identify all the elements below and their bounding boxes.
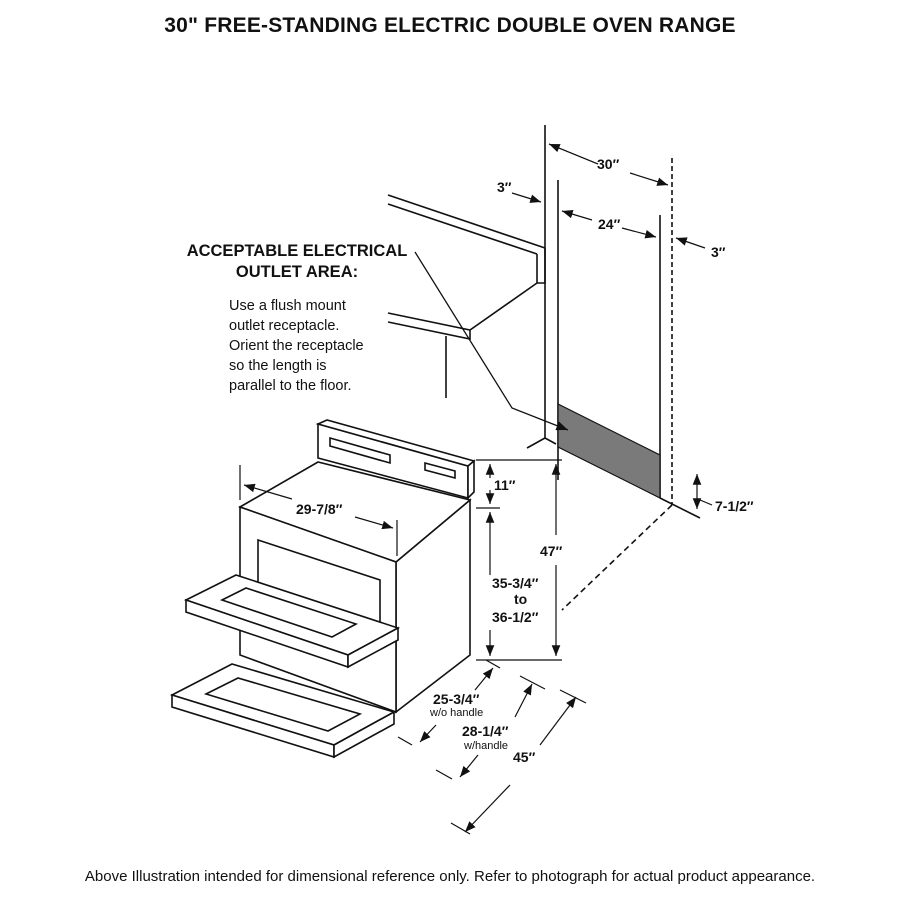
dim-depth-45-b [464, 784, 511, 833]
dim-24-line-start [561, 209, 593, 221]
dim-cooktop-height-2: to [514, 591, 527, 607]
dim-depth-ext-2 [519, 675, 546, 690]
outlet-note-line-2: outlet receptacle. [229, 318, 340, 334]
outlet-note-line-3: Orient the receptacle [229, 338, 364, 354]
left-cabinet-top [387, 282, 538, 340]
outlet-leader-line [414, 251, 569, 431]
outlet-note-line-4: so the length is [229, 358, 327, 374]
dim-width-line-a [243, 483, 293, 500]
page-title: 30" FREE-STANDING ELECTRIC DOUBLE OVEN R… [164, 14, 736, 37]
dim-cooktop-height-1: 35-3/4″ [492, 575, 539, 591]
floor-dashed-line [561, 504, 673, 611]
dim-outlet-height: 7-1/2″ [715, 498, 754, 514]
dim-30-line-start [548, 143, 599, 165]
dim-depth-w-handle: 28-1/4″ [462, 723, 509, 739]
cabinet-installation-view [387, 125, 701, 611]
left-countertop [387, 194, 546, 284]
range-backguard-display-right [424, 461, 456, 480]
floor-line-left [526, 437, 557, 449]
dim-depth-ext-3 [559, 689, 587, 704]
outlet-heading-line-2: OUTLET AREA: [235, 263, 359, 281]
dim-3-left-line [511, 192, 542, 203]
dim-gap-left: 3″ [497, 179, 512, 195]
dim-gap-right: 3″ [711, 244, 726, 260]
dim-opening-width: 30″ [597, 156, 620, 172]
dim-outlet-width: 24″ [598, 216, 621, 232]
dim-depth-ext-1 [485, 659, 501, 669]
range-backguard-display-left [329, 436, 391, 465]
range-drawing [169, 419, 476, 759]
dim-backguard-height: 11″ [494, 477, 516, 493]
dim-depth-ext-6 [450, 822, 471, 835]
lower-door-window [203, 677, 363, 732]
outlet-area-shading [557, 403, 661, 499]
dim-24-line [621, 227, 657, 239]
outlet-heading-line-1: ACCEPTABLE ELECTRICAL [186, 242, 408, 260]
upper-door-window [219, 587, 359, 638]
cabinet-dimensions [511, 143, 713, 509]
outlet-instructions: Use a flush mount outlet receptacle. Ori… [229, 296, 419, 396]
dim-depth-wo-handle-note: w/o handle [429, 707, 483, 719]
outlet-note-line-5: parallel to the floor. [229, 378, 352, 394]
dim-depth-w-handle-b [459, 754, 479, 778]
dim-width-line-b [354, 516, 394, 530]
dim-depth-wo-handle-b [419, 724, 437, 743]
floor-line-right [659, 497, 701, 519]
range-backguard-side [467, 459, 475, 500]
dim-3-right-line [675, 237, 706, 249]
range-dimensions [239, 459, 587, 835]
dim-depth-ext-4 [397, 736, 413, 746]
upper-oven-door-side [347, 626, 399, 669]
dim-depth-w-handle-a [514, 683, 533, 718]
footer-disclaimer: Above Illustration intended for dimensio… [84, 868, 816, 885]
dim-cooktop-height-3: 36-1/2″ [492, 609, 539, 625]
dim-7-5-tick [699, 499, 713, 506]
dim-overall-height: 47″ [540, 543, 563, 559]
outlet-note-line-1: Use a flush mount [229, 298, 346, 314]
dim-depth-wo-handle-a [474, 667, 494, 691]
lower-oven-door-side [333, 710, 395, 759]
outlet-area-heading: ACCEPTABLE ELECTRICAL OUTLET AREA: [172, 241, 422, 283]
dim-depth-w-handle-note: w/handle [463, 740, 508, 752]
dim-range-width: 29-7/8″ [296, 501, 343, 517]
dim-depth-door-open: 45″ [513, 749, 536, 765]
dim-depth-wo-handle: 25-3/4″ [433, 691, 480, 707]
dim-depth-ext-5 [435, 769, 453, 780]
dim-depth-45-a [539, 696, 577, 746]
